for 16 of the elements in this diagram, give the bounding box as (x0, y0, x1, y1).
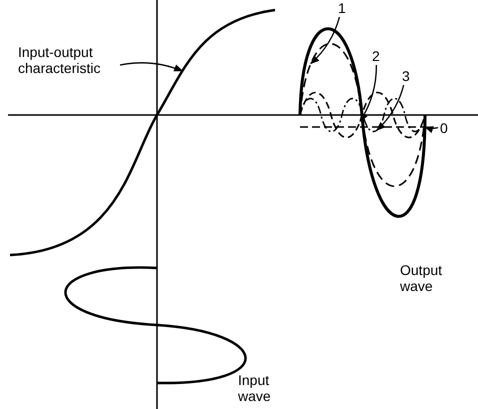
leader-arrow (120, 62, 184, 72)
dc-level-line (300, 126, 425, 128)
wave-label: Output wave (400, 262, 444, 294)
leader-arrow (376, 84, 404, 131)
leader-arrow (360, 65, 378, 122)
harmonic-curve (299, 43, 426, 187)
harmonic-curve (299, 92, 426, 138)
callout-number: 0 (440, 120, 454, 136)
wave-label: Input wave (238, 372, 272, 404)
characteristic-curve (10, 8, 276, 256)
leader-arrow (424, 126, 438, 133)
callout-number: 2 (372, 48, 386, 64)
callout-number: 1 (338, 0, 352, 16)
callout-number: 3 (402, 68, 416, 84)
curve-label: Input-output characteristic (18, 44, 118, 76)
leader-arrow (310, 16, 340, 64)
